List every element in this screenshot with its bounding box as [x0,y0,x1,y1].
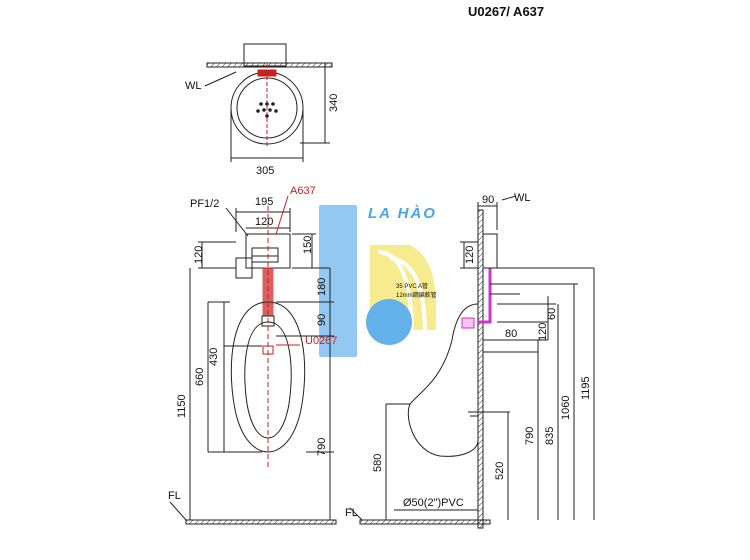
side-dim-835: 835 [544,427,556,445]
dim-90: 90 [316,314,328,326]
top-depth-dim: 340 [328,94,340,112]
side-dim-120: 120 [537,323,549,341]
floor-front [185,519,337,525]
side-dim-1060: 1060 [560,396,572,420]
spud-side [461,317,475,329]
spud-top [257,69,277,77]
side-dim-520: 520 [494,462,506,480]
top-width-dim: 305 [256,165,274,177]
watermark-text: LA HÀO [368,205,437,222]
a637-label: A637 [290,185,316,197]
wall-top [206,62,333,68]
drain-holes [256,102,278,118]
u0267-label: U0267 [305,335,337,347]
side-wl-label: WL [514,192,531,204]
bowl-side [407,303,479,457]
dim-430: 430 [208,348,220,366]
fl-label-front: FL [168,490,181,502]
dim-1150: 1150 [176,394,188,418]
dim-195: 195 [255,196,273,208]
pf-inlet [235,257,253,279]
dim-180: 180 [316,278,328,296]
side-dim-120-left: 120 [464,246,476,264]
top-wl-label: WL [185,80,202,92]
supply-pipe [262,267,274,317]
fl-label-side: FL [345,507,358,519]
wall-side [477,209,484,529]
valve-side [482,233,498,269]
pipe-note-2: 12mm鋼編軟管 [396,291,437,299]
flush-valve-top [243,43,287,67]
dim-120-top: 120 [255,216,273,228]
side-dim-80: 80 [505,328,517,340]
dim-120-left: 120 [193,246,205,264]
dim-790-front: 790 [316,438,328,456]
urinal-bowl [230,301,306,453]
urinal-inner [244,321,292,439]
side-dim-60: 60 [546,308,558,320]
dim-150: 150 [302,236,314,254]
model-title: U0267/ A637 [468,4,544,19]
side-dim-580: 580 [372,454,384,472]
front-view [169,195,337,525]
floor-side [359,519,491,525]
side-dim-790: 790 [524,427,536,445]
watermark-logo [319,205,436,357]
supply-pipe-side [478,268,492,324]
side-dim-90: 90 [482,194,494,206]
pvc-label: Ø50(2")PVC [403,497,464,509]
pf-label: PF1/2 [190,198,219,210]
pipe-note-1: 35 PVC A管 [396,282,428,290]
side-view [359,195,595,529]
dim-660: 660 [194,368,206,386]
top-view [204,43,333,162]
valve-face [251,247,279,263]
side-dim-1195: 1195 [580,376,592,400]
